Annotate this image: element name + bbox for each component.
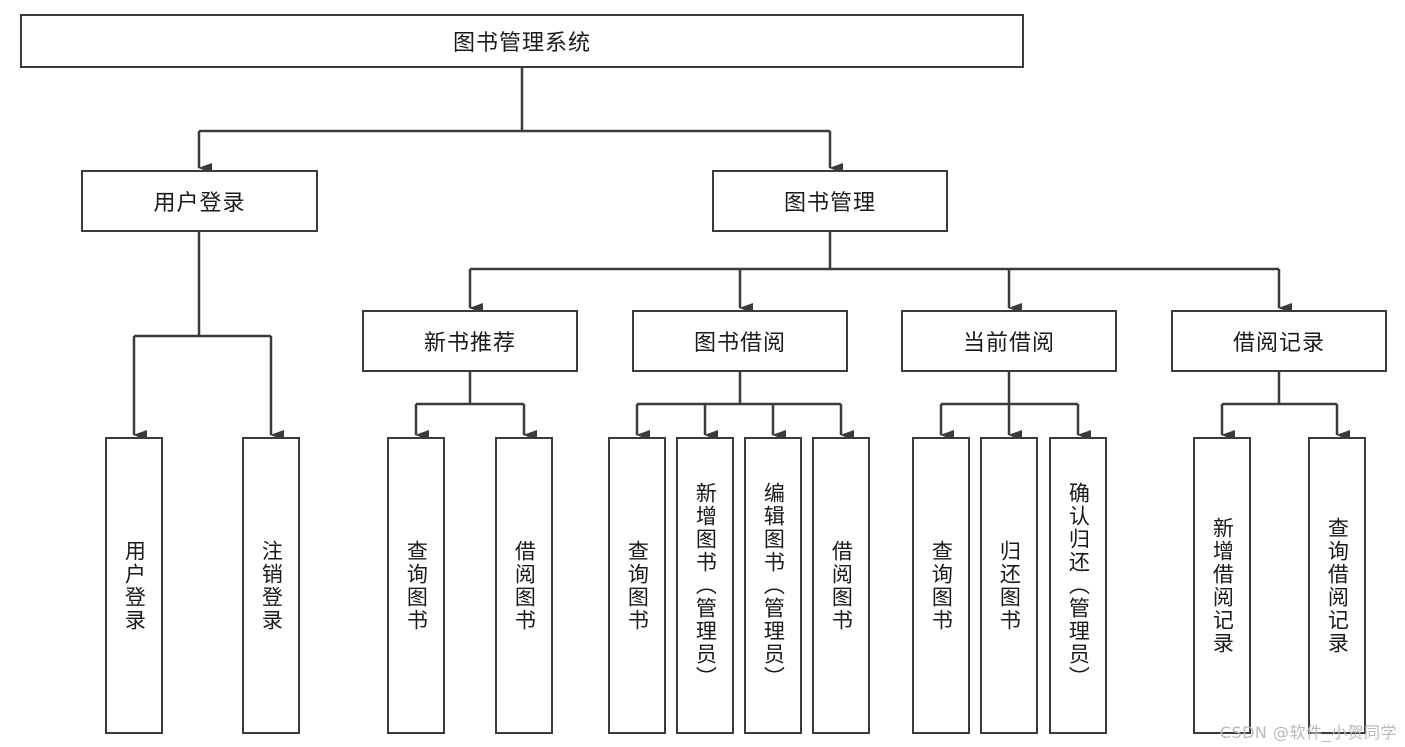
leaf-borrow-record-add-record[interactable]: 新增借阅记录 [1193,437,1251,734]
leaf-new-book-query-book[interactable]: 查询图书 [387,437,445,734]
node-root-book-management-system[interactable]: 图书管理系统 [20,14,1024,68]
node-label: 编辑图书（管理员） [761,482,786,689]
node-label: 新增借阅记录 [1210,516,1235,655]
node-label: 借阅记录 [1232,331,1325,356]
node-label: 图书借阅 [693,331,786,356]
leaf-book-borrow-add-book-admin[interactable]: 新增图书（管理员） [676,437,734,734]
node-new-book-recommend[interactable]: 新书推荐 [362,310,578,372]
node-label: 用户登录 [153,191,246,216]
node-current-borrow[interactable]: 当前借阅 [901,310,1117,372]
node-label: 查询图书 [929,539,954,632]
node-user-login[interactable]: 用户登录 [81,170,318,232]
node-label: 借阅图书 [512,539,537,632]
node-label: 图书管理系统 [452,31,591,56]
leaf-current-borrow-query-book[interactable]: 查询图书 [912,437,970,734]
leaf-user-login-login[interactable]: 用户登录 [105,437,163,734]
node-label: 当前借阅 [962,331,1055,356]
node-label: 归还图书 [997,539,1022,632]
node-borrow-record[interactable]: 借阅记录 [1171,310,1387,372]
leaf-borrow-record-query-record[interactable]: 查询借阅记录 [1308,437,1366,734]
node-label: 注销登录 [259,539,284,632]
leaf-current-borrow-confirm-return-admin[interactable]: 确认归还（管理员） [1049,437,1107,734]
leaf-new-book-borrow-book[interactable]: 借阅图书 [495,437,553,734]
node-label: 确认归还（管理员） [1066,482,1091,689]
node-label: 查询图书 [404,539,429,632]
leaf-book-borrow-edit-book-admin[interactable]: 编辑图书（管理员） [744,437,802,734]
leaf-user-login-logout[interactable]: 注销登录 [242,437,300,734]
node-label: 查询借阅记录 [1325,516,1350,655]
csdn-watermark: CSDN @软件_小贺同学 [1219,723,1397,742]
leaf-current-borrow-return-book[interactable]: 归还图书 [980,437,1038,734]
node-label: 新书推荐 [423,331,516,356]
node-label: 借阅图书 [829,539,854,632]
node-book-management[interactable]: 图书管理 [712,170,948,232]
node-label: 新增图书（管理员） [693,482,718,689]
leaf-book-borrow-query-book[interactable]: 查询图书 [608,437,666,734]
leaf-book-borrow-borrow-book[interactable]: 借阅图书 [812,437,870,734]
node-label: 图书管理 [783,191,876,216]
node-label: 查询图书 [625,539,650,632]
node-label: 用户登录 [122,539,147,632]
node-book-borrow[interactable]: 图书借阅 [632,310,848,372]
